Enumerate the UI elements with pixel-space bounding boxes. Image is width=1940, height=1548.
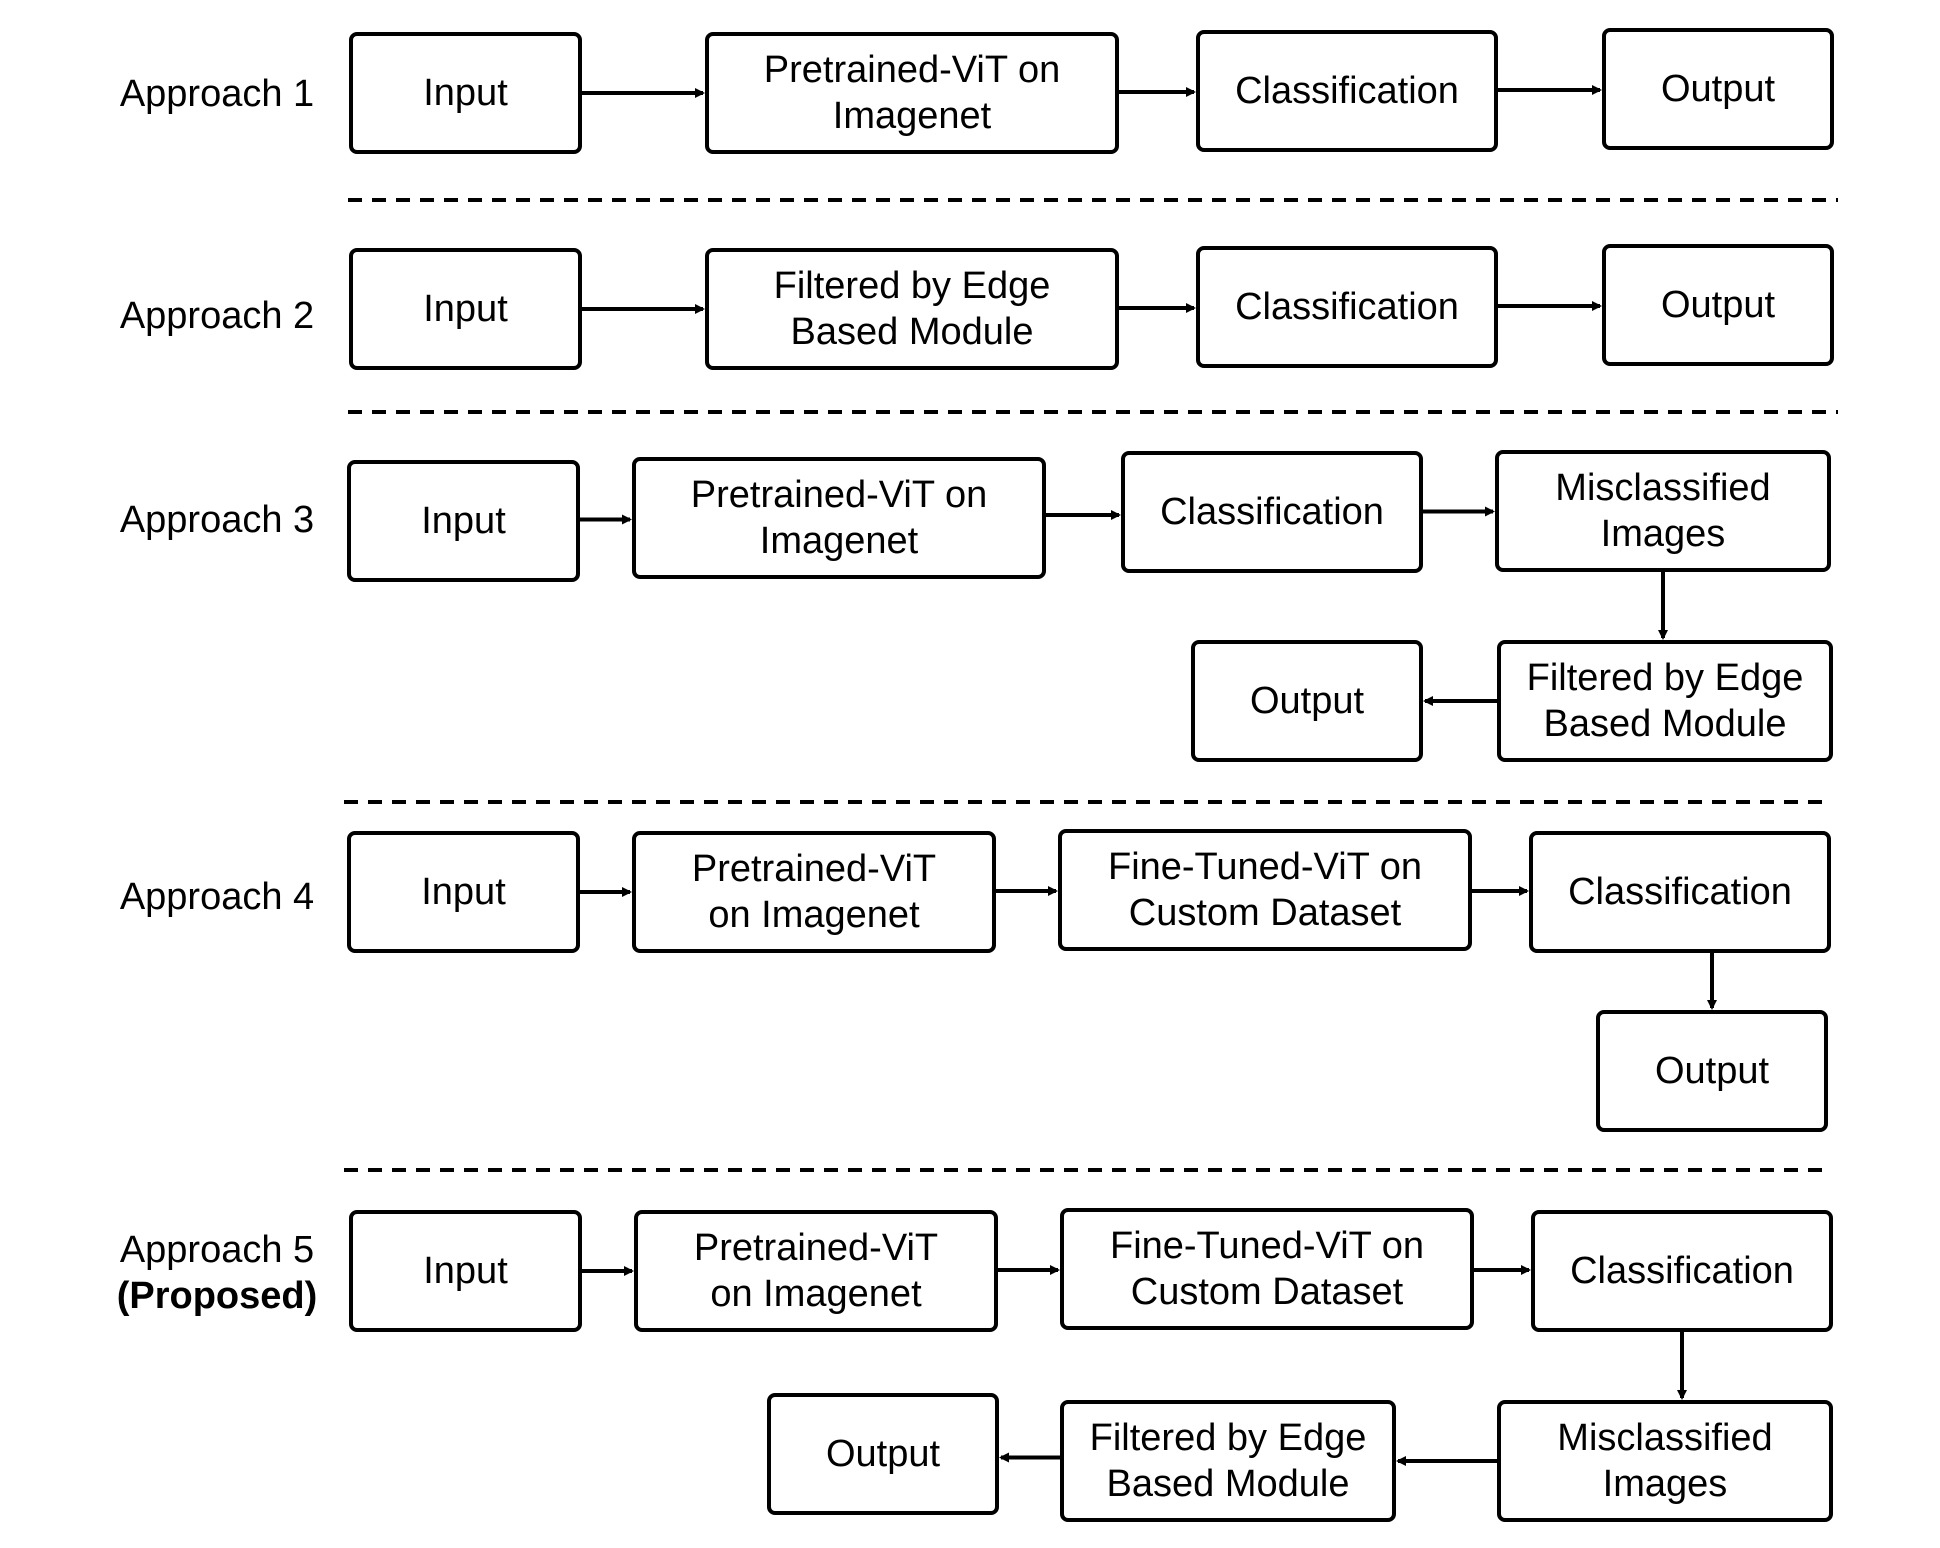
approach-5-proposed-tag: (Proposed) <box>116 1275 318 1317</box>
approach-5-label: Approach 5 (Proposed) <box>112 1227 322 1319</box>
approach-5-title: Approach 5 <box>119 1229 315 1271</box>
approach-1-classification-box: Classification <box>1196 30 1498 152</box>
approach-1-pretrained-vit-box: Pretrained-ViT on Imagenet <box>705 32 1119 154</box>
approach-4-label: Approach 4 <box>112 874 322 920</box>
approach-4-pretrained-vit-box: Pretrained-ViT on Imagenet <box>632 831 996 953</box>
approach-2-output-box: Output <box>1602 244 1834 366</box>
approach-3-label: Approach 3 <box>112 497 322 543</box>
approach-3-pretrained-vit-box: Pretrained-ViT on Imagenet <box>632 457 1046 579</box>
approach-3-input-box: Input <box>347 460 580 582</box>
approach-5-output-box: Output <box>767 1393 999 1515</box>
approach-2-input-box: Input <box>349 248 582 370</box>
approach-3-edge-filter-box: Filtered by Edge Based Module <box>1497 640 1833 762</box>
approach-3-title: Approach 3 <box>119 499 315 541</box>
approach-5-edge-filter-box: Filtered by Edge Based Module <box>1060 1400 1396 1522</box>
separators <box>344 198 1838 1172</box>
approach-5-input-box: Input <box>349 1210 582 1332</box>
approach-1-label: Approach 1 <box>112 71 322 117</box>
approach-2-title: Approach 2 <box>119 295 315 337</box>
approach-5-misclassified-box: Misclassified Images <box>1497 1400 1833 1522</box>
approach-3-output-box: Output <box>1191 640 1423 762</box>
approach-4-classification-box: Classification <box>1529 831 1831 953</box>
approach-4-title: Approach 4 <box>119 876 315 918</box>
approach-1-output-box: Output <box>1602 28 1834 150</box>
approach-4-input-box: Input <box>347 831 580 953</box>
approach-5-fine-tuned-vit-box: Fine-Tuned-ViT on Custom Dataset <box>1060 1208 1474 1330</box>
approach-2-classification-box: Classification <box>1196 246 1498 368</box>
approach-1-input-box: Input <box>349 32 582 154</box>
approach-1-title: Approach 1 <box>119 73 315 115</box>
approach-2-edge-filter-box: Filtered by Edge Based Module <box>705 248 1119 370</box>
approach-5-classification-box: Classification <box>1531 1210 1833 1332</box>
approach-3-misclassified-box: Misclassified Images <box>1495 450 1831 572</box>
approach-4-output-box: Output <box>1596 1010 1828 1132</box>
approach-5-pretrained-vit-box: Pretrained-ViT on Imagenet <box>634 1210 998 1332</box>
approach-3-classification-box: Classification <box>1121 451 1423 573</box>
approach-4-fine-tuned-vit-box: Fine-Tuned-ViT on Custom Dataset <box>1058 829 1472 951</box>
approach-2-label: Approach 2 <box>112 293 322 339</box>
